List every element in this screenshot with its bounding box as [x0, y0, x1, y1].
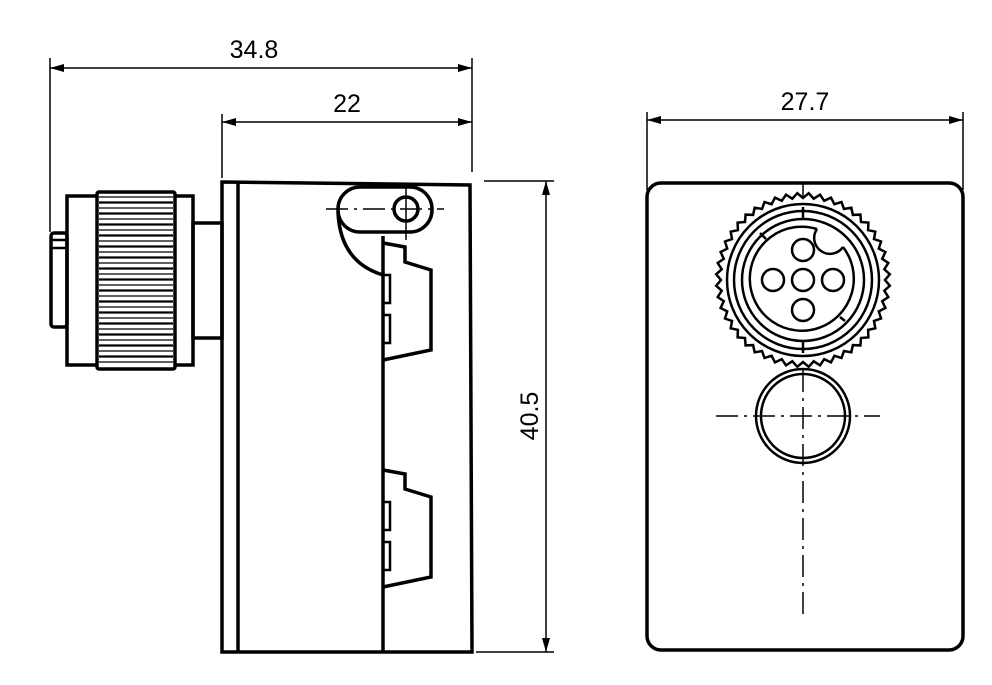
pin-right: [820, 267, 846, 293]
led-window: [716, 367, 880, 620]
housing-front: [645, 181, 965, 652]
dimension-body-depth: 22: [221, 90, 472, 178]
dimension-label-height: 40.5: [516, 392, 544, 441]
dimension-width: 27.7: [646, 88, 964, 190]
knurl-lines: [99, 196, 173, 363]
connector-front: [714, 182, 892, 369]
pin-bottom: [790, 297, 816, 323]
dimension-height: 40.5: [476, 180, 554, 653]
dimension-label-overall-length: 34.8: [230, 36, 279, 64]
dimension-overall-length: 34.8: [49, 36, 473, 232]
connector-side: [49, 190, 224, 371]
pin-top: [790, 237, 816, 263]
front-view: [645, 181, 965, 652]
pin-center: [790, 267, 816, 293]
dimension-label-body-depth: 22: [333, 90, 361, 118]
side-view: [49, 180, 474, 654]
dimension-label-width: 27.7: [781, 88, 830, 116]
pin-left: [760, 267, 786, 293]
housing-side: [220, 180, 474, 654]
